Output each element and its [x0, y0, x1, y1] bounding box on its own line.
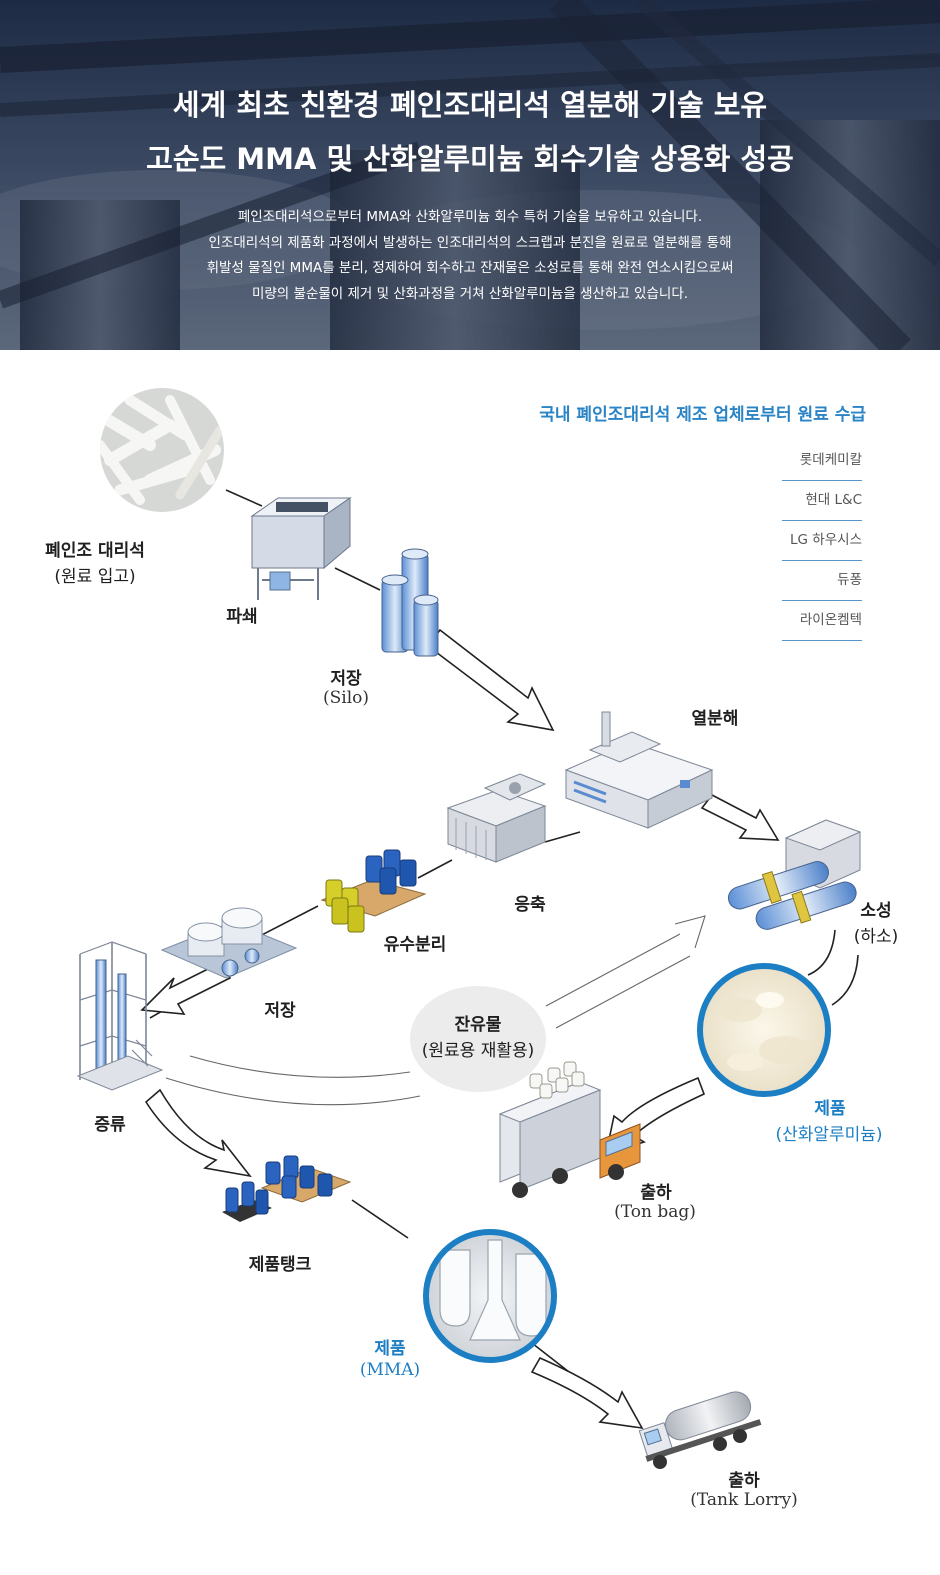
product-alumina-sublabel: (산화알루미늄) [775, 1125, 883, 1145]
supplier-list: 롯데케미칼 현대 L&C LG 하우시스 듀퐁 라이온켐텍 [782, 442, 862, 642]
supplier-item: LG 하우시스 [782, 522, 862, 561]
hero-description-line-1: 폐인조대리석으로부터 MMA와 산화알루미늄 회수 특허 기술을 보유하고 있습… [237, 209, 703, 225]
hero-banner: 세계 최초 친환경 폐인조대리석 열분해 기술 보유 고순도 MMA 및 산화알… [0, 0, 940, 350]
calcination-kiln-icon [727, 819, 862, 930]
alumina-powder-photo-icon [697, 963, 831, 1097]
hero-description-line-4: 미량의 불순물이 제거 및 산화과정을 거쳐 산화알루미늄을 생산하고 있습니다… [251, 285, 689, 302]
raw-material-supply-title: 국내 폐인조대리석 제조 업체로부터 원료 수급 [539, 405, 866, 425]
crusher-machine-icon [250, 497, 352, 600]
hero-description-line-2: 인조대리석의 제품화 과정에서 발생하는 인조대리석의 스크랩과 분진을 원료로… [208, 234, 732, 251]
hero-title-line-2: 고순도 MMA 및 산화알루미늄 회수기술 상용화 성공 [146, 142, 794, 176]
hero-title-line-1: 세계 최초 친환경 폐인조대리석 열분해 기술 보유 [172, 88, 768, 122]
step-calcine-label: 소성 [860, 901, 892, 921]
step-silo-storage-label: 저장 [330, 669, 362, 689]
residue-label: 잔유물 [454, 1015, 502, 1035]
product-tank-label: 제품탱크 [248, 1255, 312, 1275]
marble-scrap-photo-icon [100, 388, 224, 512]
condenser-unit-icon [446, 773, 547, 863]
hero-description: 폐인조대리석으로부터 MMA와 산화알루미늄 회수 특허 기술을 보유하고 있습… [0, 205, 940, 307]
supplier-item: 듀퐁 [782, 562, 862, 601]
hero-overlay [0, 0, 940, 350]
step-intake-label: 폐인조 대리석 [45, 541, 145, 561]
arrow-to-lorry [530, 1356, 644, 1430]
residue-circle [410, 986, 546, 1092]
storage-tanks-icon [160, 907, 298, 979]
step-calcine-sublabel: (하소) [853, 927, 899, 947]
hero-title: 세계 최초 친환경 폐인조대리석 열분해 기술 보유 고순도 MMA 및 산화알… [0, 78, 940, 186]
tonbag-truck-icon [498, 1061, 641, 1198]
step-silo-storage-sublabel: (Silo) [322, 688, 370, 708]
supplier-item: 현대 L&C [782, 482, 862, 521]
product-tank-drums-icon [222, 1155, 352, 1222]
step-crush-label: 파쇄 [226, 607, 258, 627]
residue-recycle-arrow [165, 915, 706, 1106]
product-alumina-label: 제품 [814, 1099, 846, 1119]
step-storage-label: 저장 [264, 1001, 296, 1021]
silo-tanks-icon [381, 548, 439, 657]
supplier-item: 롯데케미칼 [782, 442, 862, 481]
product-mma-label: 제품 [374, 1339, 406, 1359]
process-diagram: 국내 폐인조대리석 제조 업체로부터 원료 수급 롯데케미칼 현대 L&C LG… [0, 350, 940, 1575]
flow-arrows [140, 628, 780, 1430]
arrow-to-calcine [700, 793, 780, 841]
industrial-background-image [0, 0, 940, 350]
ship-tonbag-sublabel: (Ton bag) [614, 1202, 696, 1222]
step-intake-sublabel: (원료 입고) [54, 567, 136, 587]
ship-lorry-sublabel: (Tank Lorry) [690, 1490, 798, 1510]
step-condense-label: 응축 [514, 895, 546, 915]
hero-description-line-3: 휘발성 물질인 MMA를 분리, 정제하여 회수하고 잔재물은 소성로를 통해 … [206, 260, 734, 276]
supplier-item: 라이온켐텍 [782, 602, 862, 641]
distillation-tower-icon [76, 941, 164, 1091]
oil-water-separator-drums-icon [320, 849, 427, 933]
step-oil-water-label: 유수분리 [383, 935, 447, 955]
pyrolysis-plant-icon [564, 711, 714, 829]
ship-tonbag-label: 출하 [640, 1183, 672, 1203]
product-mma-sublabel: (MMA) [359, 1360, 421, 1380]
mma-laboratory-glass-photo-icon [423, 1229, 557, 1363]
residue-sublabel: (원료용 재활용) [421, 1041, 535, 1061]
step-pyrolysis-label: 열분해 [691, 709, 739, 729]
arrow-to-distill [140, 960, 232, 1015]
step-distill-label: 증류 [94, 1115, 126, 1135]
ship-lorry-label: 출하 [728, 1471, 760, 1491]
arrow-to-product-tank [144, 1088, 252, 1178]
process-flow-graphics [76, 388, 862, 1469]
tank-lorry-truck-icon [638, 1391, 762, 1469]
arrow-to-pyrolysis [426, 628, 555, 732]
